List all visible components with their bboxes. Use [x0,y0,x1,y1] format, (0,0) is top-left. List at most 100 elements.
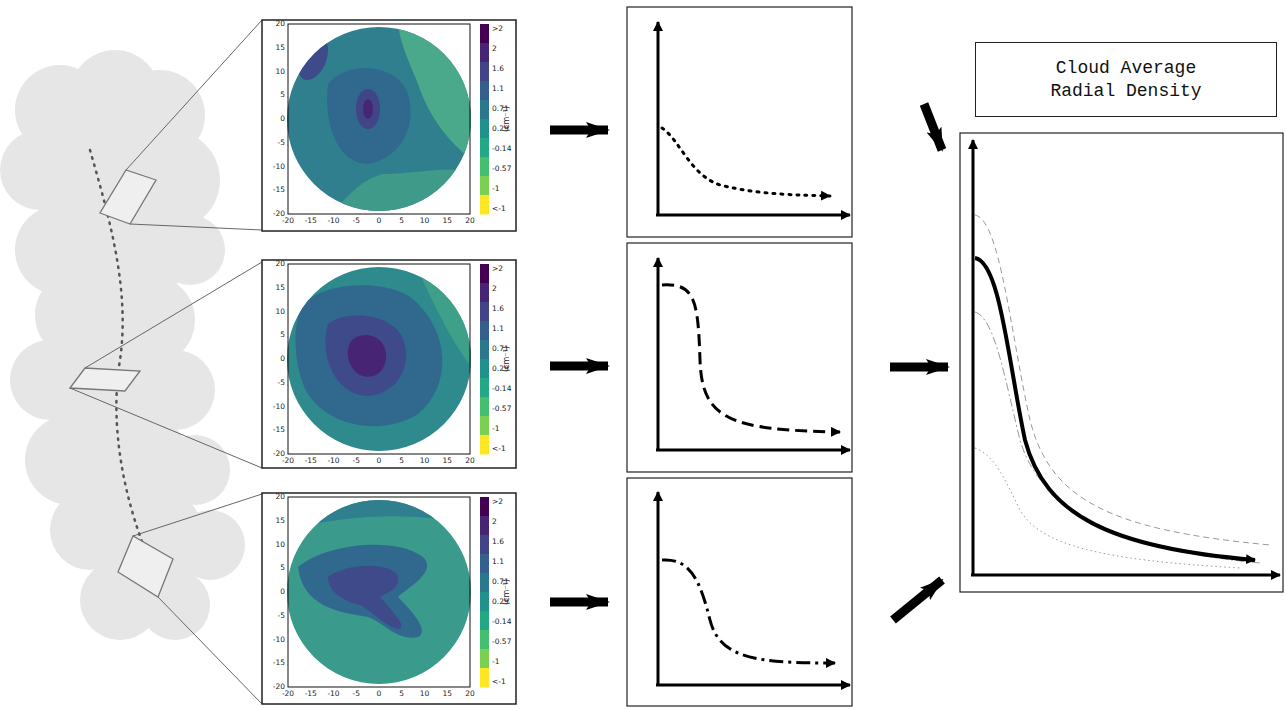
colorbar-label: 1.1 [492,325,504,333]
colorbar-cell [480,573,489,593]
tick-label: 20 [465,217,475,225]
colorbar-label: -1 [492,658,499,666]
tick-label: 15 [442,457,452,465]
tick-label: 15 [442,217,452,225]
colorbar-cell [480,264,489,284]
leader-lines [70,20,262,704]
tick-label: -10 [327,217,339,225]
density-map [283,19,478,219]
average-curves [975,215,1270,568]
colorbar-cell [480,321,489,341]
colorbar-label: -0.57 [492,405,511,413]
colorbar-cell [480,62,489,82]
profile-boxes [627,7,852,706]
colorbar-label: 2 [492,45,497,53]
tick-label: -10 [273,636,285,644]
tick-label: -10 [327,690,339,698]
colorbar-label: -0.57 [492,165,511,173]
colorbar-cell [480,283,489,303]
tick-label: 5 [280,92,285,100]
tick-label: 10 [420,690,430,698]
colorbar-label: <-1 [492,205,506,213]
colorbar-cell [480,630,489,650]
cloud-spine [90,150,160,585]
colorbar-cell [480,359,489,379]
colorbar-cell [480,100,489,120]
flow-arrows [550,104,948,620]
colorbar-cell [480,649,489,669]
tick-label: -15 [273,427,285,435]
title-text: Cloud Average Radial Density [1039,57,1214,102]
tick-label: 20 [275,493,285,501]
colorbar-label: 1.6 [492,65,504,73]
tick-label: 0 [280,588,285,596]
colorbar-cell [480,535,489,555]
colorbar-label: >2 [492,498,503,506]
colorbar-label: 2 [492,285,497,293]
tick-label: -5 [278,379,285,387]
unit-label: (cm⁻³) [503,346,511,372]
colorbar-label: -0.57 [492,638,511,646]
tick-label: -15 [273,660,285,668]
profile-curves [662,128,840,663]
colorbar-cell [480,416,489,436]
colorbar-label: <-1 [492,678,506,686]
tick-label: 5 [399,690,404,698]
colorbar-label: -0.14 [492,145,511,153]
tick-label: 15 [275,44,285,52]
title-box: Cloud Average Radial Density [975,42,1277,117]
tick-label: 5 [399,457,404,465]
tick-label: 0 [377,690,382,698]
colorbar-cell [480,592,489,612]
unit-label: (cm⁻³) [503,106,511,132]
tick-label: 5 [399,217,404,225]
colorbar-label: 1.6 [492,305,504,313]
tick-label: 15 [442,690,452,698]
colorbar-label: <-1 [492,445,506,453]
tick-label: -20 [282,690,294,698]
colorbar-cell [480,611,489,631]
unit-label: (cm⁻³) [503,579,511,605]
profile-axes [656,22,850,685]
tick-label: 15 [275,517,285,525]
colorbar-cell [480,516,489,536]
colorbars [480,24,489,688]
tick-label: 0 [280,355,285,363]
tick-label: 20 [275,260,285,268]
tick-label: 0 [377,217,382,225]
density-map [283,259,478,459]
colorbar-cell [480,497,489,517]
colorbar-cell [480,157,489,177]
tick-label: -15 [305,217,317,225]
tick-label: -15 [305,457,317,465]
tick-label: 10 [275,541,285,549]
colorbar-label: -0.14 [492,618,511,626]
tick-label: 0 [280,115,285,123]
average-plot-box [960,133,1283,592]
colorbar-cell [480,340,489,360]
tick-label: -10 [273,403,285,411]
tick-label: -5 [353,457,360,465]
colorbar-label: 1.1 [492,85,504,93]
density-map [283,492,478,692]
colorbar-cell [480,195,489,215]
map-frames [288,24,470,687]
tick-label: -10 [273,163,285,171]
tick-label: 10 [275,308,285,316]
colorbar-cell [480,176,489,196]
colorbar-cell [480,435,489,455]
tick-label: -5 [278,612,285,620]
tick-label: -20 [282,457,294,465]
colorbar-cell [480,378,489,398]
colorbar-label: -0.14 [492,385,511,393]
colorbar-label: 1.6 [492,538,504,546]
colorbar-label: 1.1 [492,558,504,566]
colorbar-cell [480,119,489,139]
panel-frames [262,20,516,704]
tick-label: 5 [280,332,285,340]
tick-label: 10 [420,457,430,465]
slice-planes [70,170,173,597]
average-axes [971,140,1280,575]
colorbar-cell [480,43,489,63]
tick-label: -15 [273,187,285,195]
